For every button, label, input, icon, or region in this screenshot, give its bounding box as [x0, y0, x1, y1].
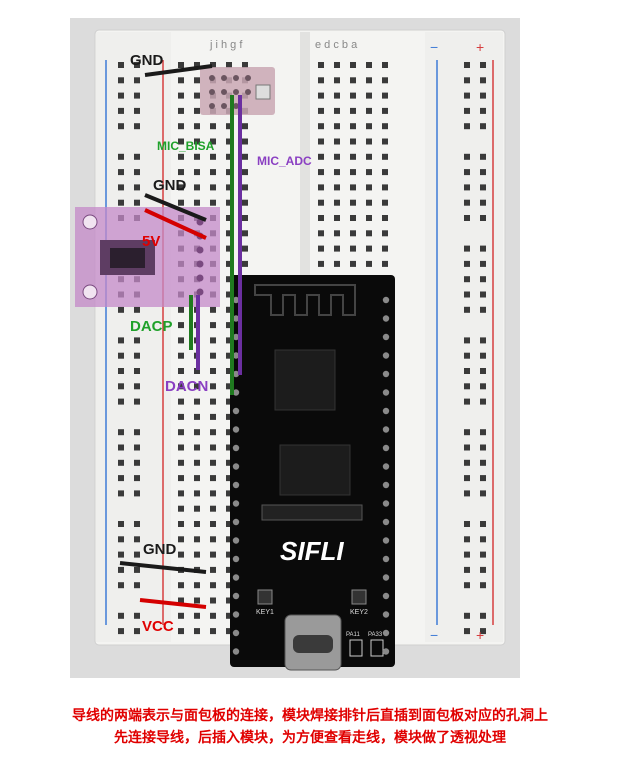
led-pa11 — [349, 639, 363, 657]
wire-5v — [144, 208, 207, 240]
key1-label: KEY1 — [256, 609, 274, 616]
led-pa33 — [370, 639, 384, 657]
column-letters-right: e d c b a — [315, 39, 358, 51]
label-mic-adc: MIC_ADC — [257, 154, 312, 168]
main-chip — [274, 349, 336, 411]
pa33-label: PA33 — [368, 632, 383, 638]
key2-button — [351, 589, 367, 605]
wire-gnd-top — [144, 64, 213, 77]
psram-chip — [279, 444, 351, 496]
label-gnd-bottom: GND — [143, 541, 177, 558]
pdm-mic-module-top — [200, 67, 275, 115]
label-dacn: DACN — [165, 378, 209, 395]
sifli-logo: SIFLI — [280, 536, 344, 566]
label-vcc: VCC — [142, 618, 174, 635]
minus-sign-bottom: − — [430, 627, 438, 643]
label-mic-bisa: MIC_BISA — [157, 139, 215, 153]
key2-label: KEY2 — [350, 609, 368, 616]
minus-sign-top: − — [430, 39, 438, 55]
label-gnd-mid: GND — [153, 177, 187, 194]
label-5v: 5V — [142, 233, 161, 250]
sifli-dev-board: SIFLI KEY1 KEY2 PA11 PA33 — [230, 275, 395, 671]
key1-button — [257, 589, 273, 605]
pa11-label: PA11 — [346, 632, 360, 638]
label-dacp: DACP — [130, 318, 173, 335]
wire-vcc — [139, 598, 207, 609]
wire-gnd-bottom — [119, 561, 207, 574]
caption-line-2: 先连接导线，后插入模块，为方便查看走线，模块做了透视处理 — [114, 730, 506, 746]
plus-sign-bottom: + — [476, 627, 484, 643]
column-letters-left: j i h g f — [209, 39, 243, 51]
wire-gnd-mid — [144, 193, 207, 222]
breadboard-wiring-photo: j i h g f e d c b a + − + − — [70, 18, 520, 678]
caption-line-1: 导线的两端表示与面包板的连接，模块焊接排针后直插到面包板对应的孔洞上 — [72, 708, 548, 724]
audio-amp-module — [75, 207, 220, 307]
caption: 导线的两端表示与面包板的连接，模块焊接排针后直插到面包板对应的孔洞上 先连接导线… — [0, 705, 620, 749]
wires — [119, 64, 242, 609]
plus-sign-top: + — [476, 39, 484, 55]
label-gnd-top: GND — [130, 52, 164, 69]
fpc-connector — [261, 504, 363, 521]
antenna-trace — [254, 284, 356, 316]
wiring-illustration: j i h g f e d c b a + − + − — [70, 18, 520, 678]
